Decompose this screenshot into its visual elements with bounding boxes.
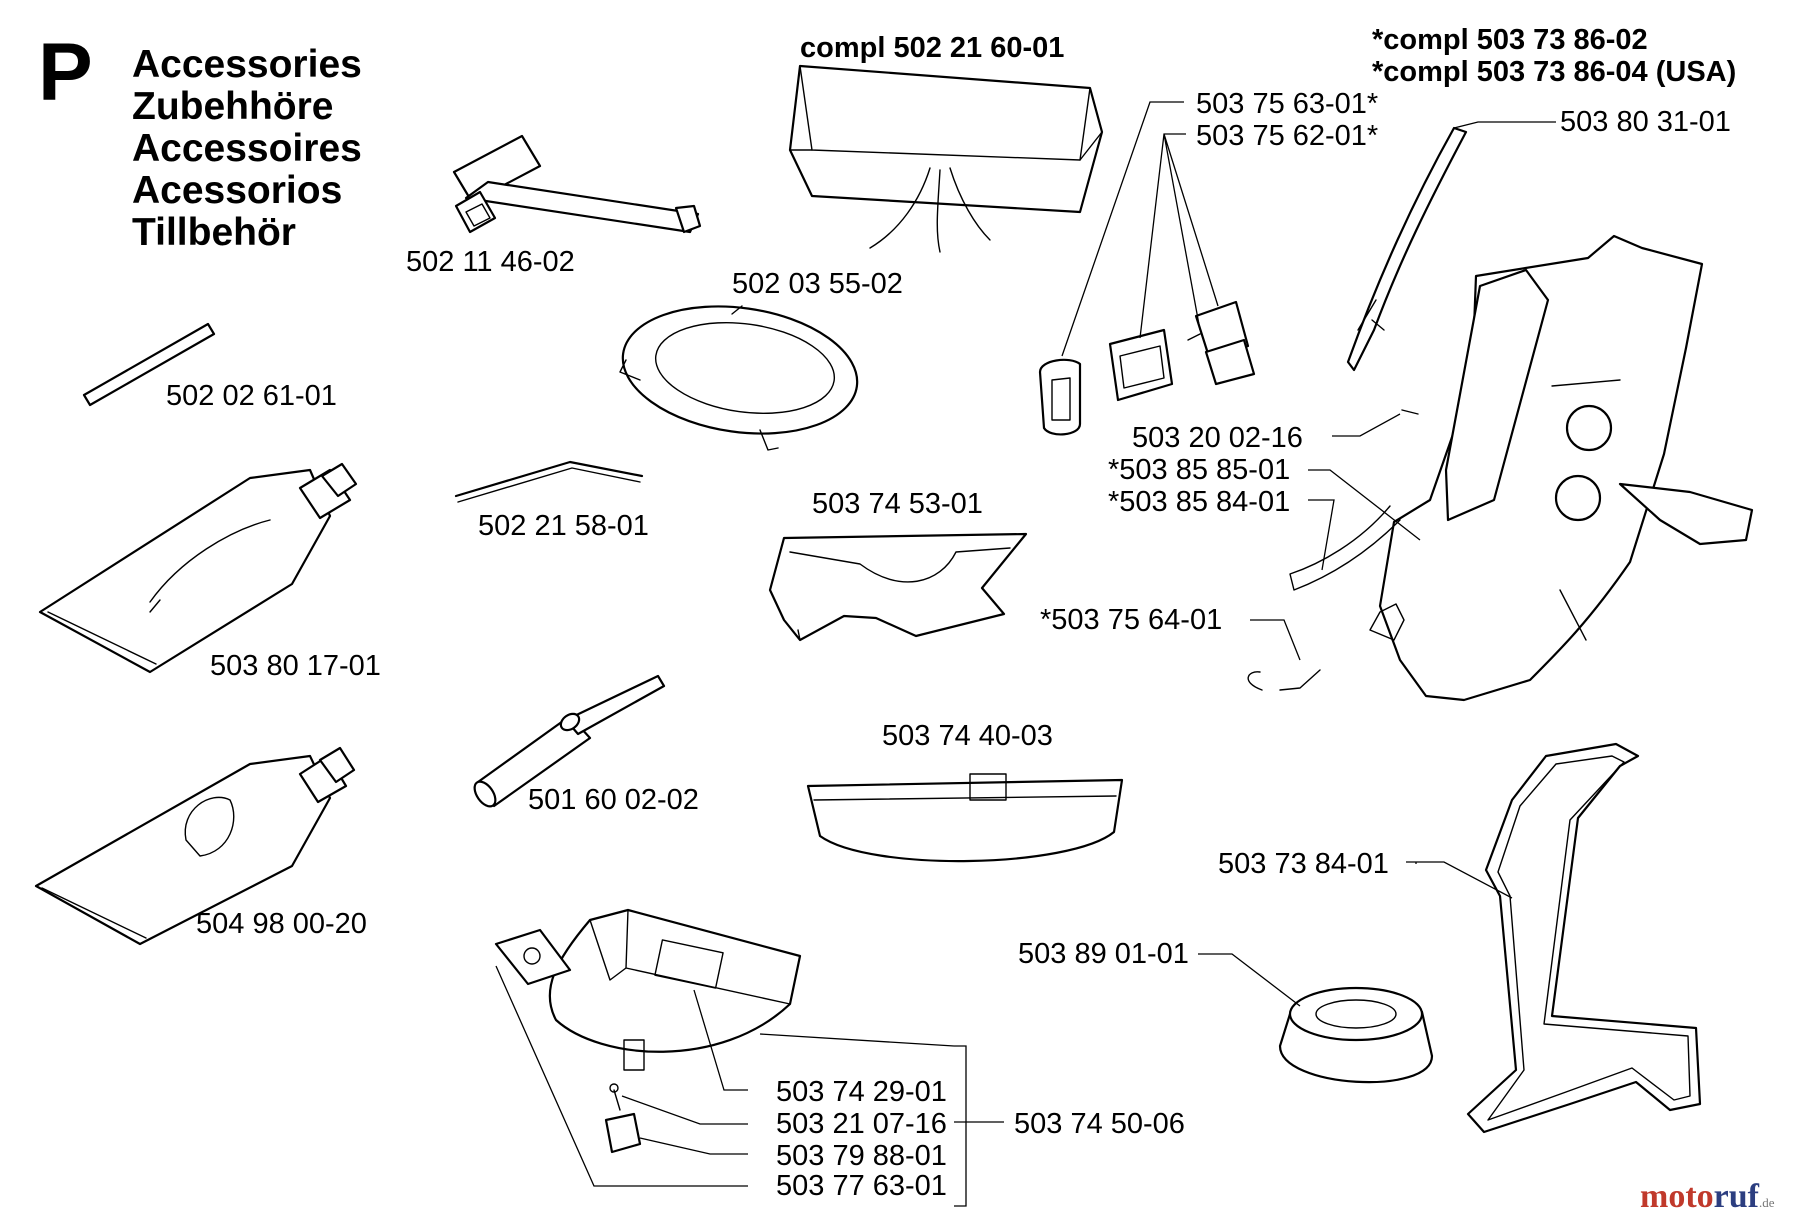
clip-part: [604, 1083, 642, 1154]
label-503-20-02-16: 503 20 02-16: [1132, 422, 1303, 454]
watermark-text: motoruf: [1640, 1178, 1759, 1215]
mounting-plate-part: [494, 928, 572, 986]
title-french: Accessoires: [132, 127, 362, 170]
label-compl-502-21-60-01: compl 502 21 60-01: [800, 32, 1065, 64]
combination-wrench-part: [452, 134, 702, 234]
title-english: Accessories: [132, 43, 362, 86]
harness-cup-part: [1278, 986, 1434, 1084]
backpack-harness-part: [1247, 234, 1754, 702]
label-503-80-17-01: 503 80 17-01: [210, 650, 381, 682]
leader-lines: [495, 101, 1556, 1207]
label-503-80-31-01: 503 80 31-01: [1560, 106, 1731, 138]
cover-ring-part: [619, 305, 859, 451]
label-502-03-55-02: 502 03 55-02: [732, 268, 903, 300]
trimmer-guard-part: [548, 908, 802, 1071]
support-stand-part: [1466, 742, 1702, 1134]
label-compl-503-73-86-02: *compl 503 73 86-02: [1372, 24, 1648, 56]
label-504-98-00-20: 504 98 00-20: [196, 908, 367, 940]
label-503-74-53-01: 503 74 53-01: [812, 488, 983, 520]
harness-strap-part: [768, 532, 1028, 642]
shoulder-strap-part: [1346, 126, 1468, 372]
title-block: Accessories Zubehhöre Accessoires Acesso…: [132, 44, 362, 254]
label-503-75-62-01: 503 75 62-01*: [1196, 120, 1379, 152]
label-503-21-07-16: 503 21 07-16: [776, 1108, 947, 1140]
bent-wire-part: [454, 460, 644, 503]
title-swedish: Tillbehör: [132, 211, 296, 254]
watermark-suffix: .de: [1758, 1195, 1775, 1210]
guard-plate-part: [806, 773, 1124, 863]
label-502-21-58-01: 502 21 58-01: [478, 510, 649, 542]
label-503-73-84-01: 503 73 84-01: [1218, 848, 1389, 880]
grease-tube-part: [38, 462, 358, 674]
label-503-89-01-01: 503 89 01-01: [1018, 938, 1189, 970]
label-503-74-50-06: 503 74 50-06: [1014, 1108, 1185, 1140]
label-502-11-46-02: 502 11 46-02: [406, 246, 575, 278]
watermark-logo: motoruf.de: [1640, 1180, 1775, 1214]
rod-part: [82, 322, 216, 407]
label-503-74-40-03: 503 74 40-03: [882, 720, 1053, 752]
title-portuguese: Acessorios: [132, 169, 343, 212]
label-503-79-88-01: 503 79 88-01: [776, 1140, 947, 1172]
buckle-set-part: [1038, 300, 1256, 436]
grease-tube-2-part: [34, 746, 356, 946]
label-503-74-29-01: 503 74 29-01: [776, 1076, 947, 1108]
label-502-02-61-01: 502 02 61-01: [166, 380, 337, 412]
label-503-75-64-01: *503 75 64-01: [1040, 604, 1223, 636]
title-german: Zubehhöre: [132, 85, 334, 128]
label-503-85-84-01: *503 85 84-01: [1108, 486, 1291, 518]
label-compl-503-73-86-04: *compl 503 73 86-04 (USA): [1372, 56, 1737, 88]
section-letter: P: [38, 27, 93, 118]
screwdriver-part: [473, 674, 666, 808]
label-503-75-63-01: 503 75 63-01*: [1196, 88, 1379, 120]
carry-bag-part: [788, 64, 1104, 253]
label-503-85-85-01: *503 85 85-01: [1108, 454, 1291, 486]
label-501-60-02-02: 501 60 02-02: [528, 784, 699, 816]
label-503-77-63-01: 503 77 63-01: [776, 1170, 947, 1202]
